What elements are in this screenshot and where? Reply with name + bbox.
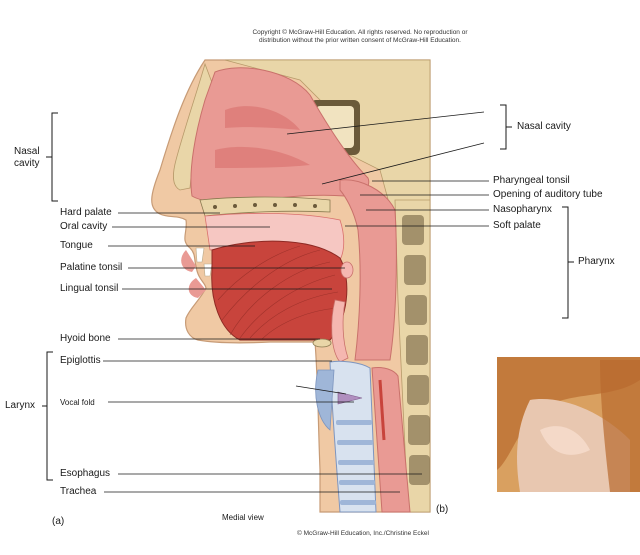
label-pharyngeal-tonsil: Pharyngeal tonsil: [493, 175, 570, 186]
palatine-tonsil-shape: [340, 261, 354, 279]
label-nasal-cavity-right: Nasal cavity: [517, 121, 571, 132]
epiglottis-shape: [331, 299, 349, 363]
vocal-fold-shape: [337, 391, 363, 405]
hard-palate-bone: [199, 196, 331, 217]
label-nasal-line1: Nasal: [14, 146, 40, 157]
pharynx-tube: [339, 179, 397, 361]
tongue: [211, 240, 348, 341]
label-nasal-cavity-left: Nasal cavity: [14, 146, 40, 170]
copyright-notice: Copyright © McGraw-Hill Education. All r…: [0, 29, 640, 45]
label-opening-auditory-tube: Opening of auditory tube: [493, 189, 603, 200]
label-esophagus: Esophagus: [60, 468, 111, 479]
skull-bone: [224, 59, 431, 231]
label-hard-palate: Hard palate: [60, 207, 112, 218]
copyright-line-2: distribution without the prior written c…: [259, 37, 461, 44]
label-pharynx: Pharynx: [578, 256, 615, 267]
label-lingual-tonsil: Lingual tonsil: [60, 283, 119, 294]
view-caption: Medial view: [222, 513, 264, 522]
label-nasopharynx: Nasopharynx: [493, 204, 552, 215]
photo-inset: [497, 357, 640, 492]
label-nasal-line2: cavity: [14, 158, 40, 169]
panel-a-label: (a): [52, 516, 65, 527]
label-palatine-tonsil: Palatine tonsil: [60, 262, 123, 273]
label-hyoid-bone: Hyoid bone: [60, 333, 111, 344]
label-tongue: Tongue: [60, 240, 93, 251]
label-epiglottis: Epiglottis: [60, 355, 101, 366]
label-vocal-fold: Vocal fold: [60, 398, 95, 407]
hyoid-bone-shape: [312, 338, 332, 348]
panel-b-label: (b): [436, 504, 449, 515]
credit-line: © McGraw-Hill Education, Inc./Christine …: [297, 530, 429, 537]
copyright-line-1: Copyright © McGraw-Hill Education. All r…: [252, 29, 468, 36]
label-oral-cavity: Oral cavity: [60, 221, 108, 232]
label-soft-palate: Soft palate: [493, 220, 541, 231]
label-trachea: Trachea: [60, 486, 97, 497]
label-larynx: Larynx: [5, 400, 36, 411]
